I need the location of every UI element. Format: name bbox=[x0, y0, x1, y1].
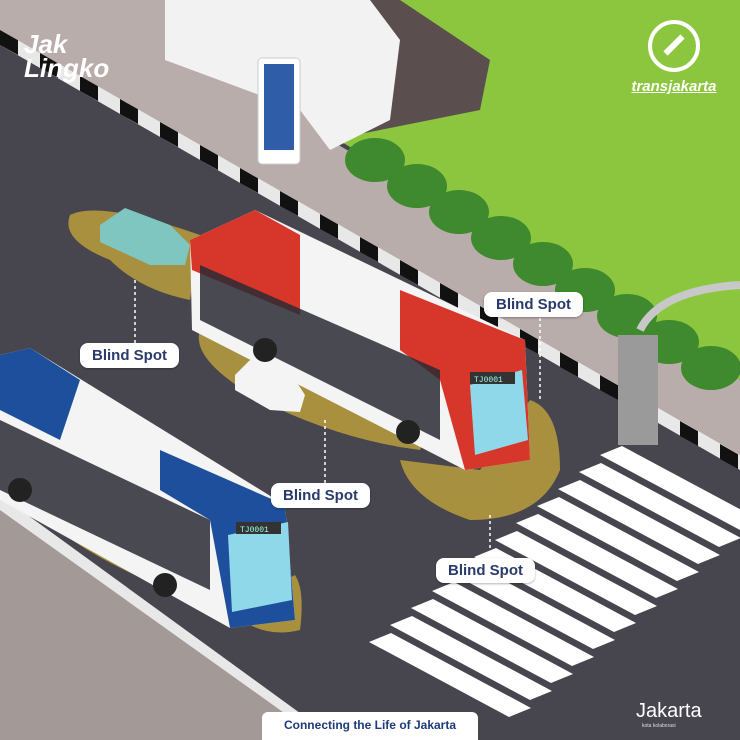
jakarta-wordmark: Jakarta bbox=[636, 700, 702, 722]
bush bbox=[387, 164, 447, 208]
curb-dash bbox=[0, 30, 18, 55]
traffic-light-pole bbox=[636, 281, 740, 332]
jakarta-logo: Jakarta kota kolaborasi bbox=[636, 700, 702, 729]
crosswalk-stripe bbox=[495, 531, 657, 615]
curb-dash bbox=[200, 145, 218, 170]
curb-dash bbox=[400, 260, 418, 285]
blue-bus-code: TJ0001 bbox=[240, 526, 269, 535]
blind-spot-label-left: Blind Spot bbox=[80, 343, 179, 368]
transjakarta-logo: transjakarta bbox=[624, 20, 724, 95]
curb-dash bbox=[80, 76, 98, 101]
crosswalk-stripe bbox=[390, 616, 552, 700]
blind-spot-label-right: Blind Spot bbox=[484, 292, 583, 317]
crosswalk-stripe bbox=[537, 497, 699, 581]
red-bus-code: TJ0001 bbox=[474, 376, 503, 385]
leader-lines bbox=[134, 280, 541, 558]
curb-dash bbox=[360, 237, 378, 262]
curb-dash bbox=[720, 444, 738, 469]
curb-dash bbox=[120, 99, 138, 124]
transjakarta-emblem-icon bbox=[648, 20, 700, 72]
crosswalk-stripe bbox=[432, 582, 594, 666]
curb-dash bbox=[240, 168, 258, 193]
lower-curb bbox=[0, 495, 337, 740]
transjakarta-wordmark: transjakarta bbox=[631, 78, 717, 95]
curb-dash bbox=[440, 283, 458, 308]
curb-dash bbox=[40, 53, 58, 78]
blind-spot-label-side: Blind Spot bbox=[271, 483, 370, 508]
curb-dash bbox=[280, 191, 298, 216]
curb-dash bbox=[600, 375, 618, 400]
jaklingko-logo-line1: Jak bbox=[24, 29, 68, 59]
jaklingko-logo: Jak Lingko bbox=[24, 29, 110, 83]
curb-dash bbox=[680, 421, 698, 446]
crosswalk-stripe bbox=[579, 463, 740, 547]
curb-dash bbox=[160, 122, 178, 147]
bush bbox=[681, 346, 740, 390]
teal-car bbox=[100, 208, 190, 265]
crosswalk-stripe bbox=[558, 480, 720, 564]
curb-dash bbox=[320, 214, 338, 239]
bush bbox=[471, 216, 531, 260]
red-bus bbox=[190, 210, 530, 470]
crosswalk-stripe bbox=[369, 633, 531, 717]
kiosk-screen bbox=[264, 64, 294, 150]
curb-dash bbox=[560, 352, 578, 377]
bush bbox=[429, 190, 489, 234]
crosswalk-stripe bbox=[411, 599, 573, 683]
red-bus-sign bbox=[470, 372, 515, 384]
blind-spot-label-front: Blind Spot bbox=[436, 558, 535, 583]
curb-dash bbox=[520, 329, 538, 354]
bush bbox=[345, 138, 405, 182]
upper-sidewalk bbox=[0, 0, 740, 462]
crosswalk-stripe bbox=[516, 514, 678, 598]
jakarta-tagline: kota kolaborasi bbox=[642, 723, 676, 729]
crosswalk-stripe bbox=[453, 565, 615, 649]
crosswalk bbox=[369, 446, 740, 717]
jaklingko-logo-line2: Lingko bbox=[24, 53, 110, 83]
footer-tagline: Connecting the Life of Jakarta bbox=[262, 712, 478, 740]
traffic-light bbox=[618, 335, 658, 445]
crosswalk-stripe bbox=[600, 446, 740, 530]
blue-bus bbox=[0, 348, 295, 628]
bush bbox=[513, 242, 573, 286]
